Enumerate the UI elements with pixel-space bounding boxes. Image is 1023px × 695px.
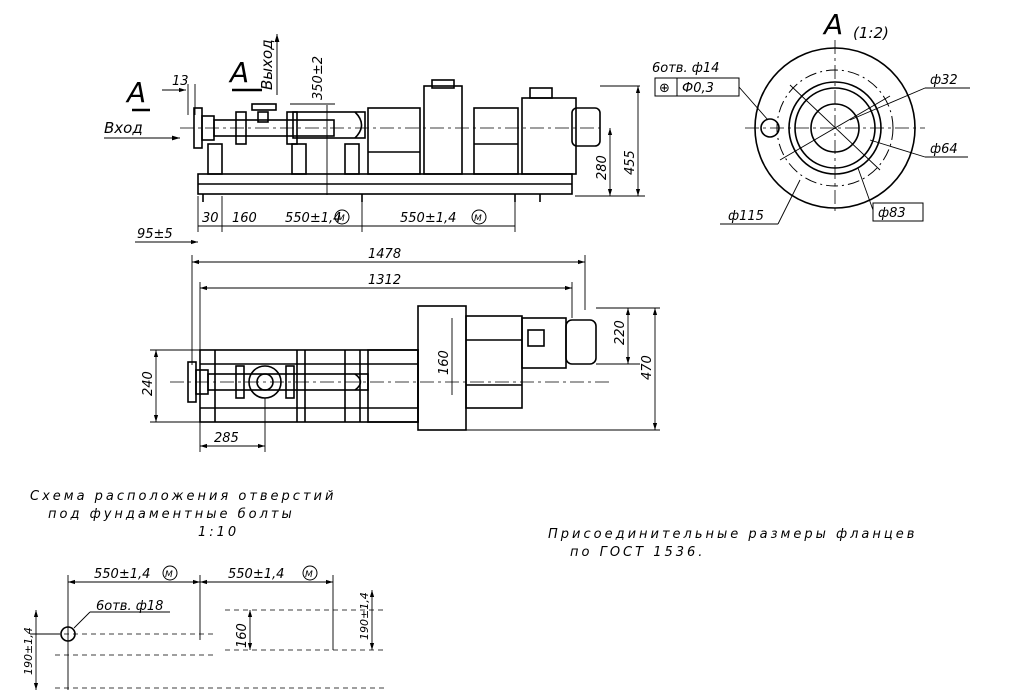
position-tolerance: Ф0,3	[682, 81, 714, 96]
plan-frame	[199, 349, 419, 423]
dim-d32: ф32	[930, 73, 958, 88]
coupling	[367, 107, 421, 175]
dim-160: 160	[232, 211, 257, 226]
outlet-pipe	[257, 111, 269, 123]
inlet-label: Вход	[104, 119, 143, 137]
dim-1478: 1478	[368, 247, 401, 262]
dim-1312: 1312	[368, 273, 401, 288]
svg-text:M: M	[337, 214, 345, 224]
plan-view: 1478 1312	[141, 247, 660, 452]
svg-text:M: M	[165, 570, 173, 580]
support-3	[344, 143, 360, 175]
support-2	[291, 143, 307, 175]
support-1	[207, 143, 223, 175]
flange-holes-label: 6отв. ф14	[652, 61, 719, 76]
dim-240: 240	[141, 371, 156, 396]
outlet-label: Выход	[258, 39, 276, 90]
dim-220: 220	[613, 320, 628, 345]
scheme-dim-190-right: 190±1,4	[358, 592, 371, 640]
dim-30: 30	[202, 211, 219, 226]
scheme-dim-550-b: 550±1,4	[228, 567, 284, 582]
scheme-dim-160: 160	[235, 623, 250, 648]
dim-plan-160: 160	[437, 350, 452, 375]
dim-285: 285	[214, 431, 239, 446]
flange-note: Присоединительные размеры фланцев по ГОС…	[548, 527, 917, 560]
gearbox	[423, 85, 463, 175]
dim-550-a: 550±1,4	[285, 211, 341, 226]
flange-scale: (1:2)	[853, 24, 889, 42]
view-marker-a-2: A	[228, 56, 249, 89]
dim-350: 350±2	[311, 56, 326, 100]
dim-280: 280	[595, 155, 610, 180]
scheme-holes-label: 6отв. ф18	[96, 599, 163, 614]
stator	[292, 111, 366, 139]
foundation-scheme: Схема расположения отверстий под фундаме…	[22, 489, 385, 690]
scheme-dim-550-a: 550±1,4	[94, 567, 150, 582]
scheme-caption-1: Схема расположения отверстий	[30, 489, 336, 504]
reducer	[473, 107, 519, 175]
dim-13: 13	[172, 74, 189, 89]
dim-470: 470	[640, 355, 655, 380]
motor	[521, 97, 577, 175]
flange-title: А	[822, 8, 843, 41]
scheme-dim-190-left: 190±1,4	[22, 627, 35, 675]
dim-550-b: 550±1,4	[400, 211, 456, 226]
dim-d115: ф115	[728, 209, 764, 224]
dim-d83: ф83	[878, 206, 906, 221]
svg-text:M: M	[305, 570, 313, 580]
dim-455: 455	[623, 150, 638, 175]
note-line-1: Присоединительные размеры фланцев	[548, 527, 917, 542]
scheme-scale: 1:10	[198, 525, 239, 540]
note-line-2: по ГОСТ 1536.	[570, 545, 705, 560]
dim-95: 95±5	[137, 227, 173, 242]
side-view: A Вход 13 A Выход 350±2	[104, 34, 645, 245]
position-symbol: ⊕	[659, 81, 670, 96]
scheme-caption-2: под фундаментные болты	[48, 507, 295, 522]
svg-text:M: M	[474, 214, 482, 224]
dim-d64: ф64	[930, 142, 958, 157]
view-marker-a: A	[125, 76, 146, 109]
flange-view: А (1:2) 6отв. ф14 ⊕ Ф0,3 ф32 ф64 ф83 ф11…	[652, 8, 970, 225]
